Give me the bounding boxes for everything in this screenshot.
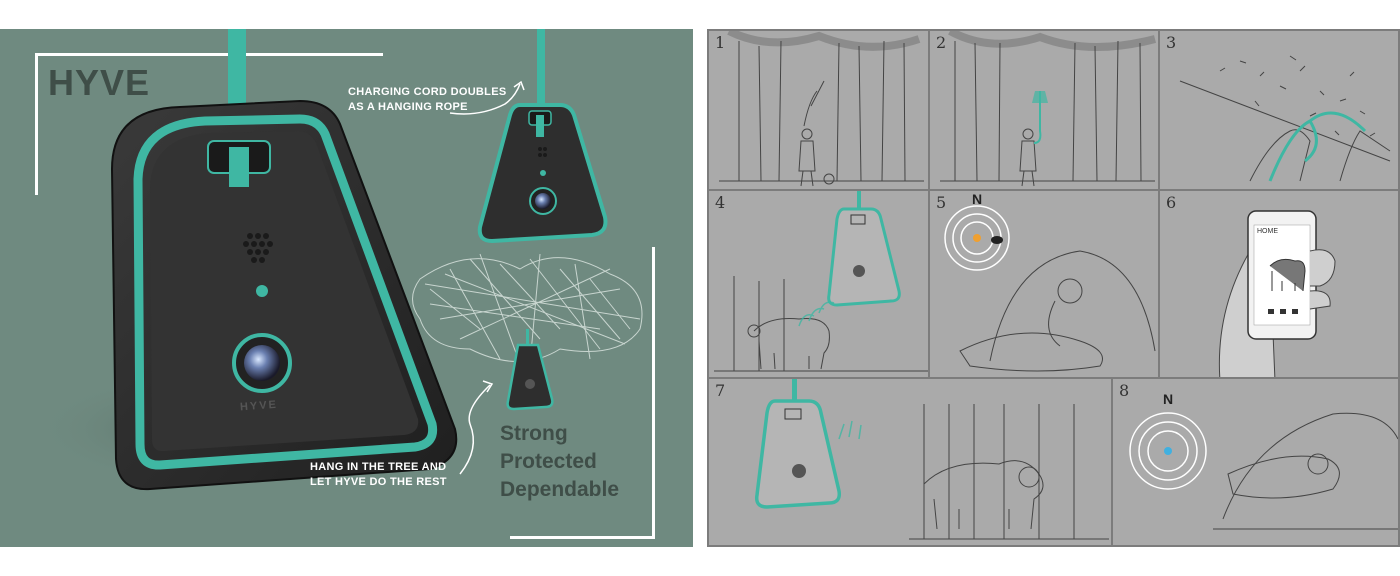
storyboard-panel-5: 5 N	[928, 189, 1160, 379]
storyboard-panel-2: 2	[928, 29, 1160, 191]
frame-line-bottom	[510, 536, 655, 539]
tagline-line-3: Dependable	[500, 478, 620, 501]
tagline-line-2: Protected	[500, 450, 597, 473]
tagline-line-1: Strong	[500, 422, 568, 445]
sketch-tying-rope	[1179, 55, 1391, 182]
sketch-sleeping-safe	[1129, 412, 1398, 530]
product-illustration	[30, 29, 643, 491]
sketch-phone-app	[1218, 210, 1336, 377]
sketch-bear-approach	[714, 191, 928, 372]
tagline: Strong Protected Dependable	[500, 420, 619, 504]
phone-app-label: HOME	[1257, 228, 1278, 235]
brand-title: HYVE	[48, 62, 151, 103]
storyboard-panel-3: 3	[1158, 29, 1400, 191]
caption-cord: CHARGING CORD DOUBLES AS A HANGING ROPE	[348, 85, 506, 115]
panel-number: 5	[936, 193, 947, 212]
panel-number: 6	[1166, 193, 1177, 212]
panel-number: 7	[715, 381, 726, 400]
sketch-hanging-device	[940, 31, 1157, 187]
frame-line-top	[35, 53, 383, 56]
compass-north-label: N	[972, 191, 983, 207]
caption-hang-line-2: LET HYVE DO THE REST	[310, 476, 447, 488]
storyboard-panel-4: 4	[707, 189, 930, 379]
caption-hang-line-1: HANG IN THE TREE AND	[310, 461, 447, 473]
caption-hang: HANG IN THE TREE AND LET HYVE DO THE RES…	[310, 460, 447, 490]
panel-number: 3	[1166, 33, 1177, 52]
storyboard-panel-7: 7	[707, 377, 1113, 547]
storyboard-panel-1: 1	[707, 29, 930, 191]
panel-number: 4	[715, 193, 726, 212]
sketch-tent-alert	[944, 205, 1156, 372]
sketch-forest-hiker	[719, 31, 924, 187]
sketch-bear-detected	[754, 379, 1109, 540]
storyboard-panel-6: 6 HOME	[1158, 189, 1400, 379]
storyboard-panel: 1 2	[707, 29, 1400, 547]
compass-north-label: N	[1163, 391, 1174, 407]
caption-cord-line-2: AS A HANGING ROPE	[348, 101, 468, 113]
frame-line-left	[35, 53, 38, 195]
caption-cord-line-1: CHARGING CORD DOUBLES	[348, 86, 507, 98]
panel-number: 1	[715, 33, 726, 52]
panel-number: 2	[936, 33, 947, 52]
frame-line-right	[652, 247, 655, 539]
product-panel: HYVE	[0, 29, 693, 547]
panel-number: 8	[1119, 381, 1130, 400]
storyboard-panel-8: 8 N	[1111, 377, 1400, 547]
